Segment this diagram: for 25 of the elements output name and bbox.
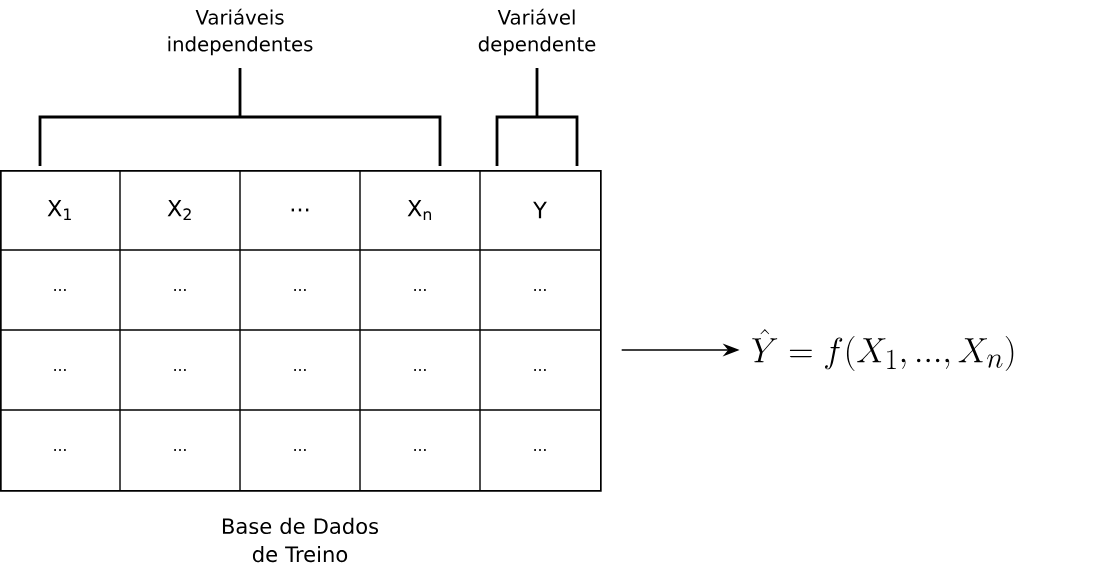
table-entry: X$_{n}$ <box>407 199 431 220</box>
table-entry: ... <box>291 208 309 212</box>
table-entry: ... <box>54 289 66 291</box>
table-entry: ... <box>294 449 306 451</box>
table-entry: ... <box>414 449 426 451</box>
table-entry: ... <box>174 369 186 371</box>
table-entry: X$_{1}$ <box>47 199 71 220</box>
table-entry: ... <box>414 289 426 291</box>
table-entry: ... <box>534 369 546 371</box>
table-entry: ... <box>294 369 306 371</box>
table-entry: X$_{2}$ <box>167 199 191 220</box>
formula: $\hat{Y} = f(X_1, ..., X_n)$ <box>752 329 1014 371</box>
table-entry: ... <box>294 289 306 291</box>
data-table <box>0 170 602 492</box>
table-entry: ... <box>174 289 186 291</box>
table-entry: ... <box>534 449 546 451</box>
table-entry: ... <box>174 449 186 451</box>
table-entry: Y <box>533 201 547 219</box>
table-entry: ... <box>54 449 66 451</box>
table-caption: Base de Dados de Treino <box>223 517 379 563</box>
table-entry: ... <box>414 369 426 371</box>
table-entry: ... <box>534 289 546 291</box>
bracket-label: Variável dependente <box>478 8 596 56</box>
bracket-label: Variáveis independentes <box>168 8 313 56</box>
table-entry: ... <box>54 369 66 371</box>
